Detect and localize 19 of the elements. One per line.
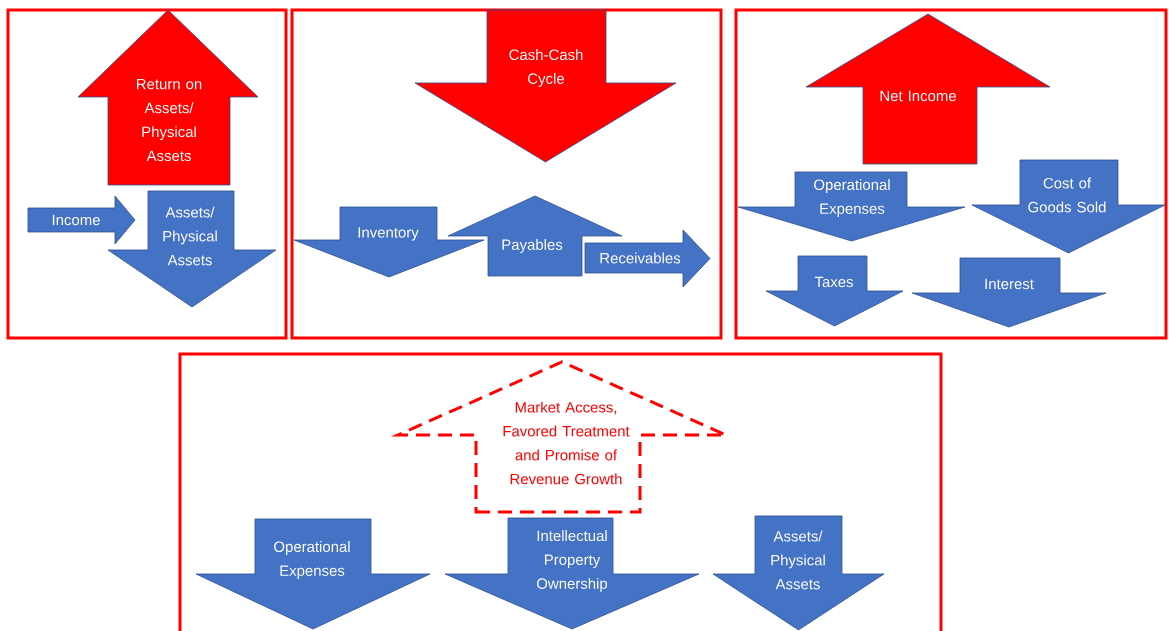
pointed-text-box: Taxes — [765, 255, 904, 327]
pointed-text-box: Income — [27, 195, 136, 245]
panel-frame — [290, 8, 723, 340]
pointed-text-box: Assets/ Physical Assets — [107, 190, 277, 308]
pointed-text-box: Assets/ Physical Assets — [712, 515, 885, 631]
pointed-text-box: Cost of Goods Sold — [971, 159, 1166, 254]
pointed-text-box: Market Access, Favored Treatment and Promise of Revenue Growth — [390, 360, 734, 514]
panel-frame — [734, 8, 1168, 340]
pointed-text-box: Net Income — [805, 13, 1051, 165]
panel-frame — [6, 8, 288, 340]
pointed-text-box: Cash-Cash Cycle — [414, 9, 677, 163]
pointed-text-box: Intellectual Property Ownership — [444, 517, 700, 630]
pointed-text-box: Inventory — [293, 206, 485, 278]
pointed-text-box: Receivables — [584, 229, 711, 288]
pointed-text-box: Return on Assets/ Physical Assets — [77, 9, 259, 186]
pointed-text-box: Operational Expenses — [195, 518, 431, 630]
pointed-text-box: Interest — [911, 257, 1107, 328]
panel-frame — [178, 352, 943, 631]
pointed-text-box: Operational Expenses — [737, 171, 966, 242]
